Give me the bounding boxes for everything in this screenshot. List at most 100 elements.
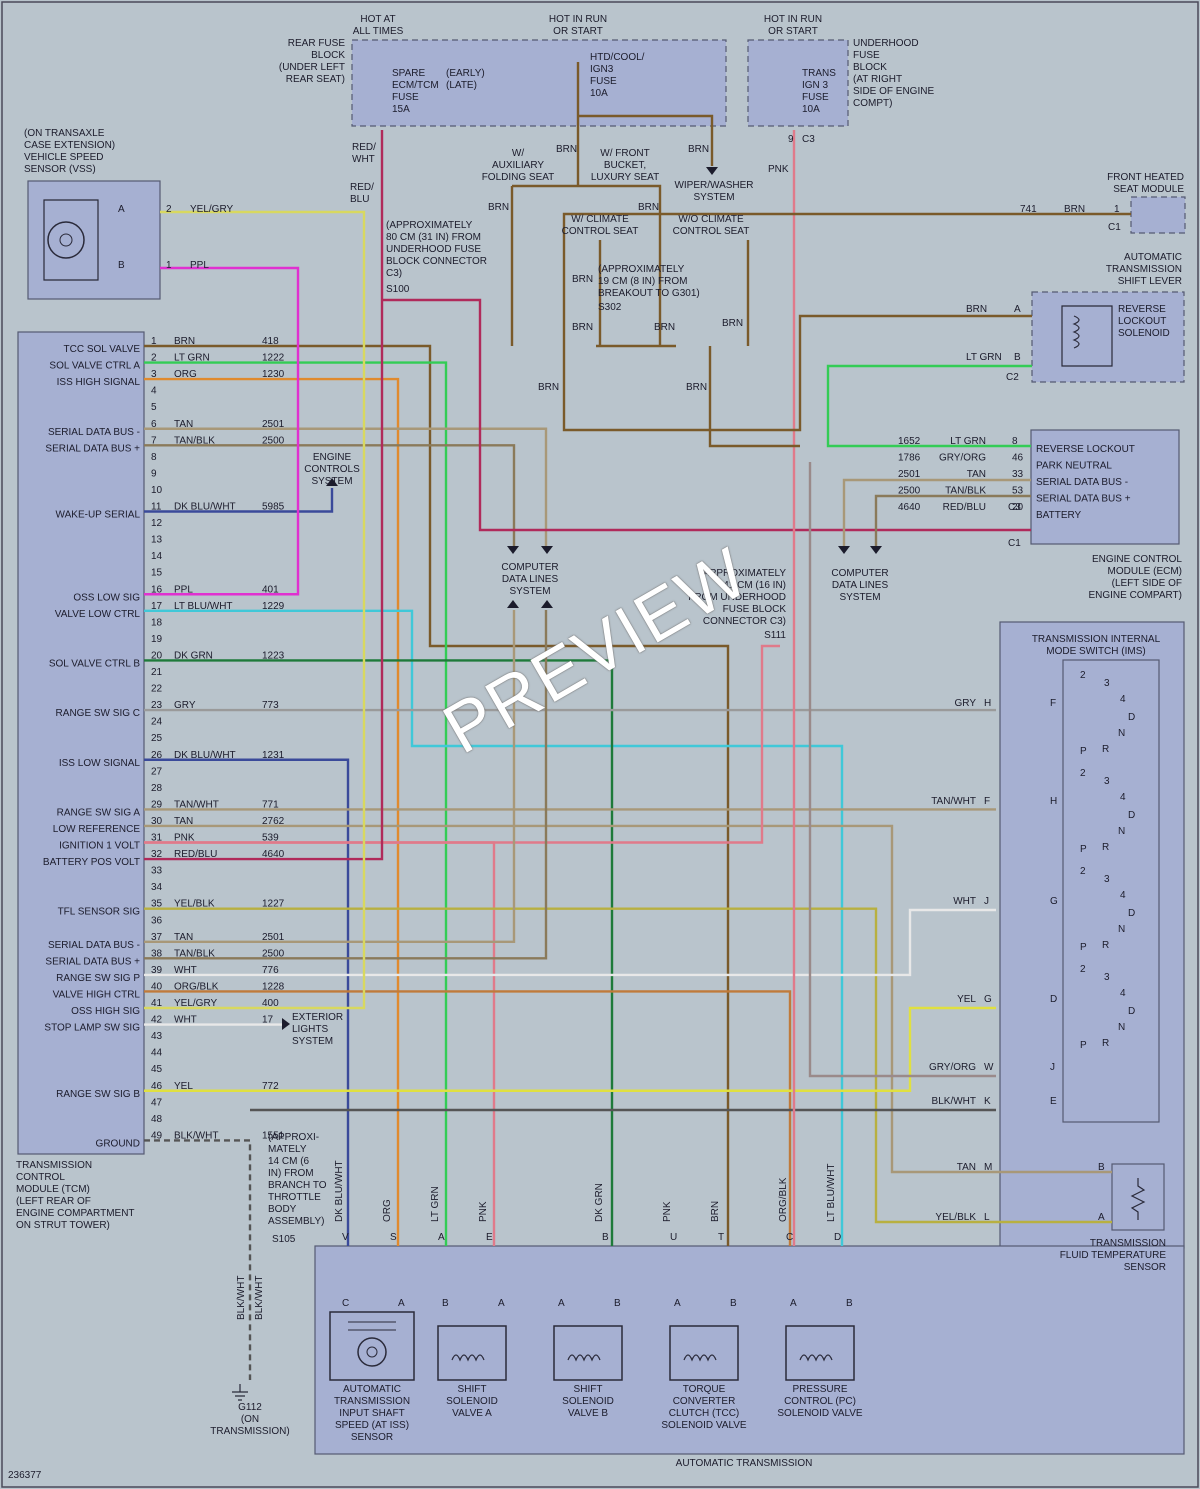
trans-wire-color: PNK [478,1201,489,1222]
wire-1227 [144,907,1112,1224]
wire-color: TAN [174,816,193,827]
trans-component-label: CONVERTER [673,1396,736,1407]
tcm-pin-number: 35 [151,899,163,910]
blk-wht-vertical: BLK/WHT [236,1276,247,1320]
s302-label: S302 [598,302,622,313]
tft-label: SENSOR [1124,1262,1166,1273]
circuit-number: 1551 [262,1130,285,1141]
ecm-wire-color: RED/BLU [943,502,986,513]
computer-data-lines-2: COMPUTER [831,568,888,579]
wire-color: PNK [174,833,195,844]
shift-solenoid-b [553,1325,623,1381]
ground-icon [232,1384,248,1401]
tcm-pin-number: 25 [151,733,163,744]
ims-position: R [1102,744,1109,755]
red-wht-label: RED/ [352,142,376,153]
wire-1228 [144,990,792,1246]
ims-wire-color: WHT [953,896,976,907]
connector-c3: C3 [1008,502,1021,513]
ims-wire-color: GRY [955,698,977,709]
component-pin: B [730,1298,737,1309]
trans-component-label: AUTOMATIC [343,1384,401,1395]
rear-fuse-block-label: REAR SEAT) [286,74,345,85]
brn-label: BRN [488,202,509,213]
spare-fuse: FUSE [392,92,419,103]
vss-wire-color: YEL/GRY [190,204,233,215]
tcm-pin-number: 28 [151,783,163,794]
ecm-circuit: 4640 [898,502,921,513]
tft-pin: L [984,1212,990,1223]
wire-1230 [144,377,400,1246]
tcm-pin-number: 19 [151,634,163,645]
tcm-pin-number: 2 [151,353,157,364]
tcm-pin-number: 3 [151,369,157,380]
trans-component-label: VALVE B [568,1408,609,1419]
tcm-pin-signal: OSS LOW SIG [73,592,140,603]
tft-resistor-icon [1130,1178,1146,1220]
ims-inner-pin: E [1050,1096,1057,1107]
tft-wire-color: TAN [957,1162,976,1173]
shift-lever-box [1031,291,1185,383]
wire-1223 [144,659,614,1246]
trans-component-label: INPUT SHAFT [339,1408,404,1419]
htd-fuse: 10A [590,88,608,99]
ecm-circuit: 2501 [898,469,921,480]
wiper-system: WIPER/WASHER [674,180,753,191]
ims-position: 4 [1120,890,1126,901]
ecm-box [1030,429,1180,545]
tcm-pin-number: 18 [151,617,163,628]
ims-position: 3 [1104,678,1110,689]
s100-note: UNDERHOOD FUSE [386,244,481,255]
shift-lever-label: TRANSMISSION [1106,264,1182,275]
circuit-number: 772 [262,1081,279,1092]
ims-position: D [1128,908,1135,919]
underhood-fuse-block [747,39,849,127]
trans-wire-color: BRN [710,1201,721,1222]
c3-connector: C3 [802,134,815,145]
wire-color: DK BLU/WHT [174,750,236,761]
tcm-pin-signal: RANGE SW SIG P [56,973,140,984]
tcm-pin-number: 29 [151,799,163,810]
ims-position: D [1128,712,1135,723]
trans-pin: S [390,1232,397,1243]
ecm-circuit: 1652 [898,436,921,447]
wire-color: ORG [174,369,197,380]
ims-pin: W [984,1062,994,1073]
s100-note: BLOCK CONNECTOR [386,256,487,267]
tcm-pin-signal: SERIAL DATA BUS + [45,443,140,454]
s302-note: 19 CM (8 IN) FROM [598,276,687,287]
circuit-number: 2762 [262,816,285,827]
circuit-number: 1222 [262,353,285,364]
wire-color: TAN/BLK [174,948,215,959]
wire-401 [144,266,300,596]
s100-label: S100 [386,284,410,295]
wire-color: WHT [174,1015,197,1026]
ims-position: P [1080,1040,1087,1051]
heated-seat-box [1130,196,1186,234]
tcm-pin-number: 10 [151,485,163,496]
tcm-pin-signal: LOW REFERENCE [53,824,141,835]
ims-position: P [1080,844,1087,855]
tcm-pin-signal: SERIAL DATA BUS - [48,940,140,951]
circuit-number: 1229 [262,601,285,612]
underhood-label: FUSE [853,50,880,61]
hot-in-run-1: OR START [553,26,603,37]
circuit-number: 2500 [262,435,285,446]
tcm-pin-number: 22 [151,684,163,695]
tcm-pin-signal: RANGE SW SIG B [56,1089,140,1100]
circuit-number: 776 [262,965,279,976]
wire-2500-ecm [874,494,1031,548]
wire-color: LT GRN [174,353,210,364]
tcm-pin-number: 6 [151,419,157,430]
automatic-transmission-label: AUTOMATIC TRANSMISSION [676,1458,813,1469]
wire-color: PPL [174,584,193,595]
tft-box [1111,1163,1165,1231]
tft-terminal: B [1098,1162,1105,1173]
tcm-pin-number: 14 [151,551,163,562]
trans-wire-color: DK GRN [594,1183,605,1222]
circuit-number: 400 [262,998,279,1009]
red-blu-label: BLU [350,194,369,205]
s111-note: CONNECTOR C3) [703,616,786,627]
brn-label: BRN [572,322,593,333]
